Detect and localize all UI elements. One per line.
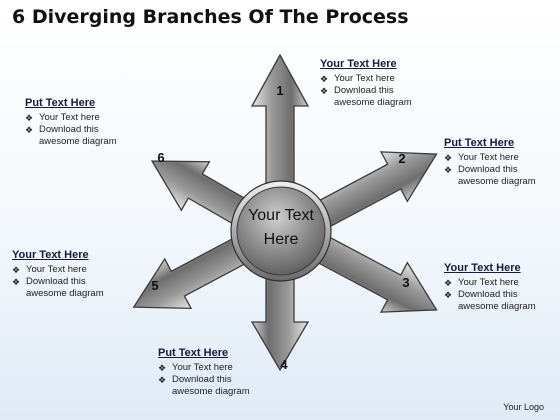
text-block-4: Put Text Here ❖ Your Text here ❖ Download … xyxy=(158,347,250,398)
logo-text: Your Logo xyxy=(503,402,544,412)
bullet-icon: ❖ xyxy=(444,165,453,175)
text-block-heading: Your Text Here xyxy=(12,249,89,261)
arrow-number-4: 4 xyxy=(280,357,288,372)
arrow-number-5: 5 xyxy=(151,278,158,293)
arrow-2 xyxy=(313,151,438,229)
text-block-line: Download this xyxy=(334,85,394,96)
text-block-heading: Put Text Here xyxy=(158,347,229,359)
bullet-icon: ❖ xyxy=(25,113,34,123)
text-block-line: Your Text here xyxy=(334,73,395,84)
text-block-line: Download this xyxy=(26,276,86,287)
arrow-1 xyxy=(250,53,310,189)
arrow-number-3: 3 xyxy=(402,275,409,290)
bullet-icon: ❖ xyxy=(320,86,329,96)
text-block-heading: Your Text Here xyxy=(320,58,397,70)
arrow-4 xyxy=(250,271,310,372)
text-block-6: Put Text Here ❖ Your Text here ❖ Download … xyxy=(25,97,117,148)
text-block-heading: Your Text Here xyxy=(444,262,521,274)
text-block-heading: Put Text Here xyxy=(25,97,96,109)
text-block-line: Your Text here xyxy=(458,277,519,288)
bullet-icon: ❖ xyxy=(25,125,34,135)
bullet-icon: ❖ xyxy=(444,278,453,288)
text-block-line: Your Text here xyxy=(26,264,87,275)
arrow-5 xyxy=(132,235,252,310)
bullet-icon: ❖ xyxy=(12,277,21,287)
center-text-line2: Here xyxy=(264,231,299,248)
text-block-3: Your Text Here ❖ Your Text here ❖ Download… xyxy=(444,262,536,313)
text-block-line: Download this xyxy=(458,164,518,175)
text-block-2: Put Text Here ❖ Your Text here ❖ Download … xyxy=(444,137,536,188)
text-block-line: Your Text here xyxy=(172,362,233,373)
bullet-icon: ❖ xyxy=(444,153,453,163)
text-block-5: Your Text Here ❖ Your Text here ❖ Download… xyxy=(12,249,104,300)
text-block-line: awesome diagram xyxy=(458,301,536,312)
arrow-3 xyxy=(313,235,438,313)
text-block-heading: Put Text Here xyxy=(444,137,515,149)
text-block-line: awesome diagram xyxy=(334,97,412,108)
text-block-line: awesome diagram xyxy=(39,136,117,147)
center-circle xyxy=(236,186,326,276)
bullet-icon: ❖ xyxy=(158,363,167,373)
page-title: 6 Diverging Branches Of The Process xyxy=(12,6,409,28)
arrow-number-1: 1 xyxy=(276,83,283,98)
text-block-line: Download this xyxy=(172,374,232,385)
arrow-number-2: 2 xyxy=(398,151,405,166)
bullet-icon: ❖ xyxy=(12,265,21,275)
text-block-line: Your Text here xyxy=(39,112,100,123)
text-block-1: Your Text Here ❖ Your Text here ❖ Download… xyxy=(320,58,412,109)
text-block-line: Your Text here xyxy=(458,152,519,163)
text-block-line: Download this xyxy=(39,124,99,135)
bullet-icon: ❖ xyxy=(320,74,329,84)
text-block-line: awesome diagram xyxy=(458,176,536,187)
text-block-line: Download this xyxy=(458,289,518,300)
text-block-line: awesome diagram xyxy=(172,386,250,397)
text-block-line: awesome diagram xyxy=(26,288,104,299)
bullet-icon: ❖ xyxy=(444,290,453,300)
arrow-number-6: 6 xyxy=(157,150,164,165)
center-text-line1: Your Text xyxy=(248,207,314,224)
bullet-icon: ❖ xyxy=(158,375,167,385)
